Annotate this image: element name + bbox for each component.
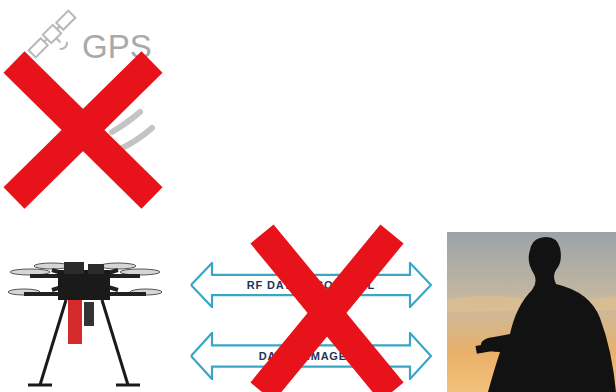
red-cross xyxy=(14,62,152,198)
satellite-icon xyxy=(28,10,85,67)
signal-arcs xyxy=(112,112,152,150)
arrow-label: DATA & IMAGERY xyxy=(259,350,364,362)
arrow-band: DATA & IMAGERY xyxy=(190,332,432,380)
gps-label: GPS xyxy=(82,28,152,66)
drone-illustration xyxy=(8,262,162,385)
arrow-band: RF DATA & CONTROL xyxy=(190,262,432,308)
arrow-shape xyxy=(191,333,431,379)
red-cross xyxy=(262,234,392,392)
operator-photo xyxy=(447,232,616,392)
arrow-label: RF DATA & CONTROL xyxy=(247,279,375,291)
arrow-shape xyxy=(191,263,431,307)
